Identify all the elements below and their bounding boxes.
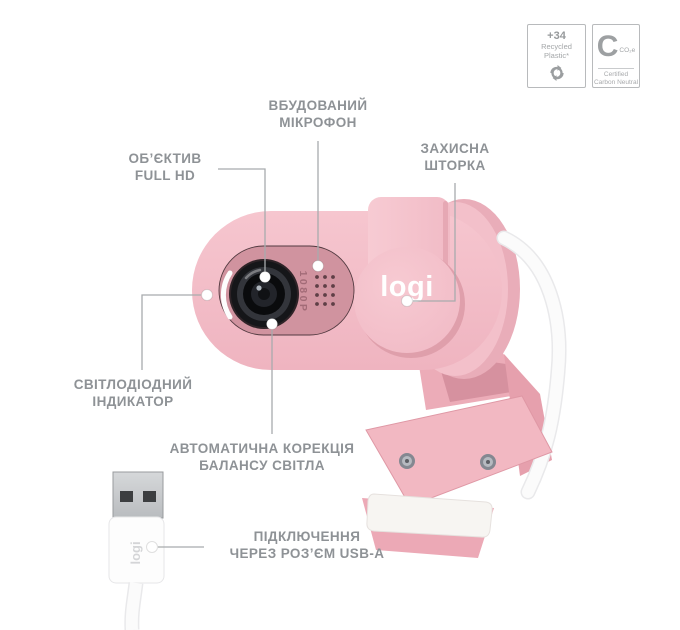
label-lens-line2: FULL HD bbox=[134, 168, 196, 183]
usb-plug-body bbox=[108, 516, 165, 584]
camera-lens bbox=[229, 259, 299, 329]
label-lens-line1: ОБ’ЄКТИВ bbox=[128, 151, 202, 166]
label-led-line1: СВІТЛОДІОДНИЙ bbox=[73, 377, 193, 392]
sensor-resolution-label: 1080P bbox=[297, 271, 309, 314]
led-indicator bbox=[220, 270, 233, 320]
privacy-shutter: logi bbox=[354, 197, 465, 358]
carbon-line1: Certified bbox=[603, 71, 629, 78]
clip-screw-left bbox=[399, 453, 415, 469]
carbon-letter: C bbox=[596, 30, 619, 63]
camera-faceplate: 1080P bbox=[218, 245, 355, 336]
clip-rubber-pad bbox=[366, 493, 493, 538]
logi-logo: logi bbox=[380, 271, 434, 303]
recycled-line2: Plastic* bbox=[543, 51, 569, 60]
clip-screw-right bbox=[480, 454, 496, 470]
usb-logi-print: logi bbox=[128, 541, 143, 564]
label-microphone-line2: МІКРОФОН bbox=[279, 115, 357, 130]
label-led-line2: ІНДИКАТОР bbox=[92, 394, 174, 409]
usb-cable bbox=[496, 230, 567, 500]
label-led: СВІТЛОДІОДНИЙ ІНДИКАТОР bbox=[74, 376, 193, 410]
label-shutter-line1: ЗАХИСНА bbox=[420, 141, 490, 156]
label-shutter: ЗАХИСНА ШТОРКА bbox=[421, 140, 490, 174]
label-microphone: ВБУДОВАНИЙ МІКРОФОН bbox=[269, 97, 368, 131]
label-microphone-line1: ВБУДОВАНИЙ bbox=[268, 98, 368, 113]
mounting-clip bbox=[362, 395, 553, 558]
label-shutter-line2: ШТОРКА bbox=[424, 158, 486, 173]
microphone-grill-icon bbox=[315, 275, 335, 306]
carbon-neutral-badge: C CO₂e Certified Carbon Neutral bbox=[592, 24, 640, 88]
label-light-correction: АВТОМАТИЧНА КОРЕКЦІЯ БАЛАНСУ СВІТЛА bbox=[170, 440, 355, 474]
carbon-unit: CO₂e bbox=[619, 46, 636, 54]
usb-a-connector: logi bbox=[108, 471, 165, 630]
recycled-value: +34 bbox=[547, 30, 566, 42]
recycled-line1: Recycled bbox=[541, 42, 572, 51]
label-usb-connection-line2: ЧЕРЕЗ РОЗ’ЄМ USB-A bbox=[229, 546, 385, 561]
label-lens: ОБ’ЄКТИВ FULL HD bbox=[128, 150, 201, 184]
recycled-plastic-badge: +34 Recycled Plastic* bbox=[527, 24, 586, 88]
badge-divider bbox=[598, 68, 634, 69]
label-usb-connection: ПІДКЛЮЧЕННЯ ЧЕРЕЗ РОЗ’ЄМ USB-A bbox=[230, 528, 385, 562]
label-light-correction-line2: БАЛАНСУ СВІТЛА bbox=[199, 458, 325, 473]
label-light-correction-line1: АВТОМАТИЧНА КОРЕКЦІЯ bbox=[169, 441, 355, 456]
label-usb-connection-line1: ПІДКЛЮЧЕННЯ bbox=[253, 529, 361, 544]
carbon-line2: Carbon Neutral bbox=[593, 78, 639, 86]
recycle-loop-icon bbox=[549, 65, 564, 81]
